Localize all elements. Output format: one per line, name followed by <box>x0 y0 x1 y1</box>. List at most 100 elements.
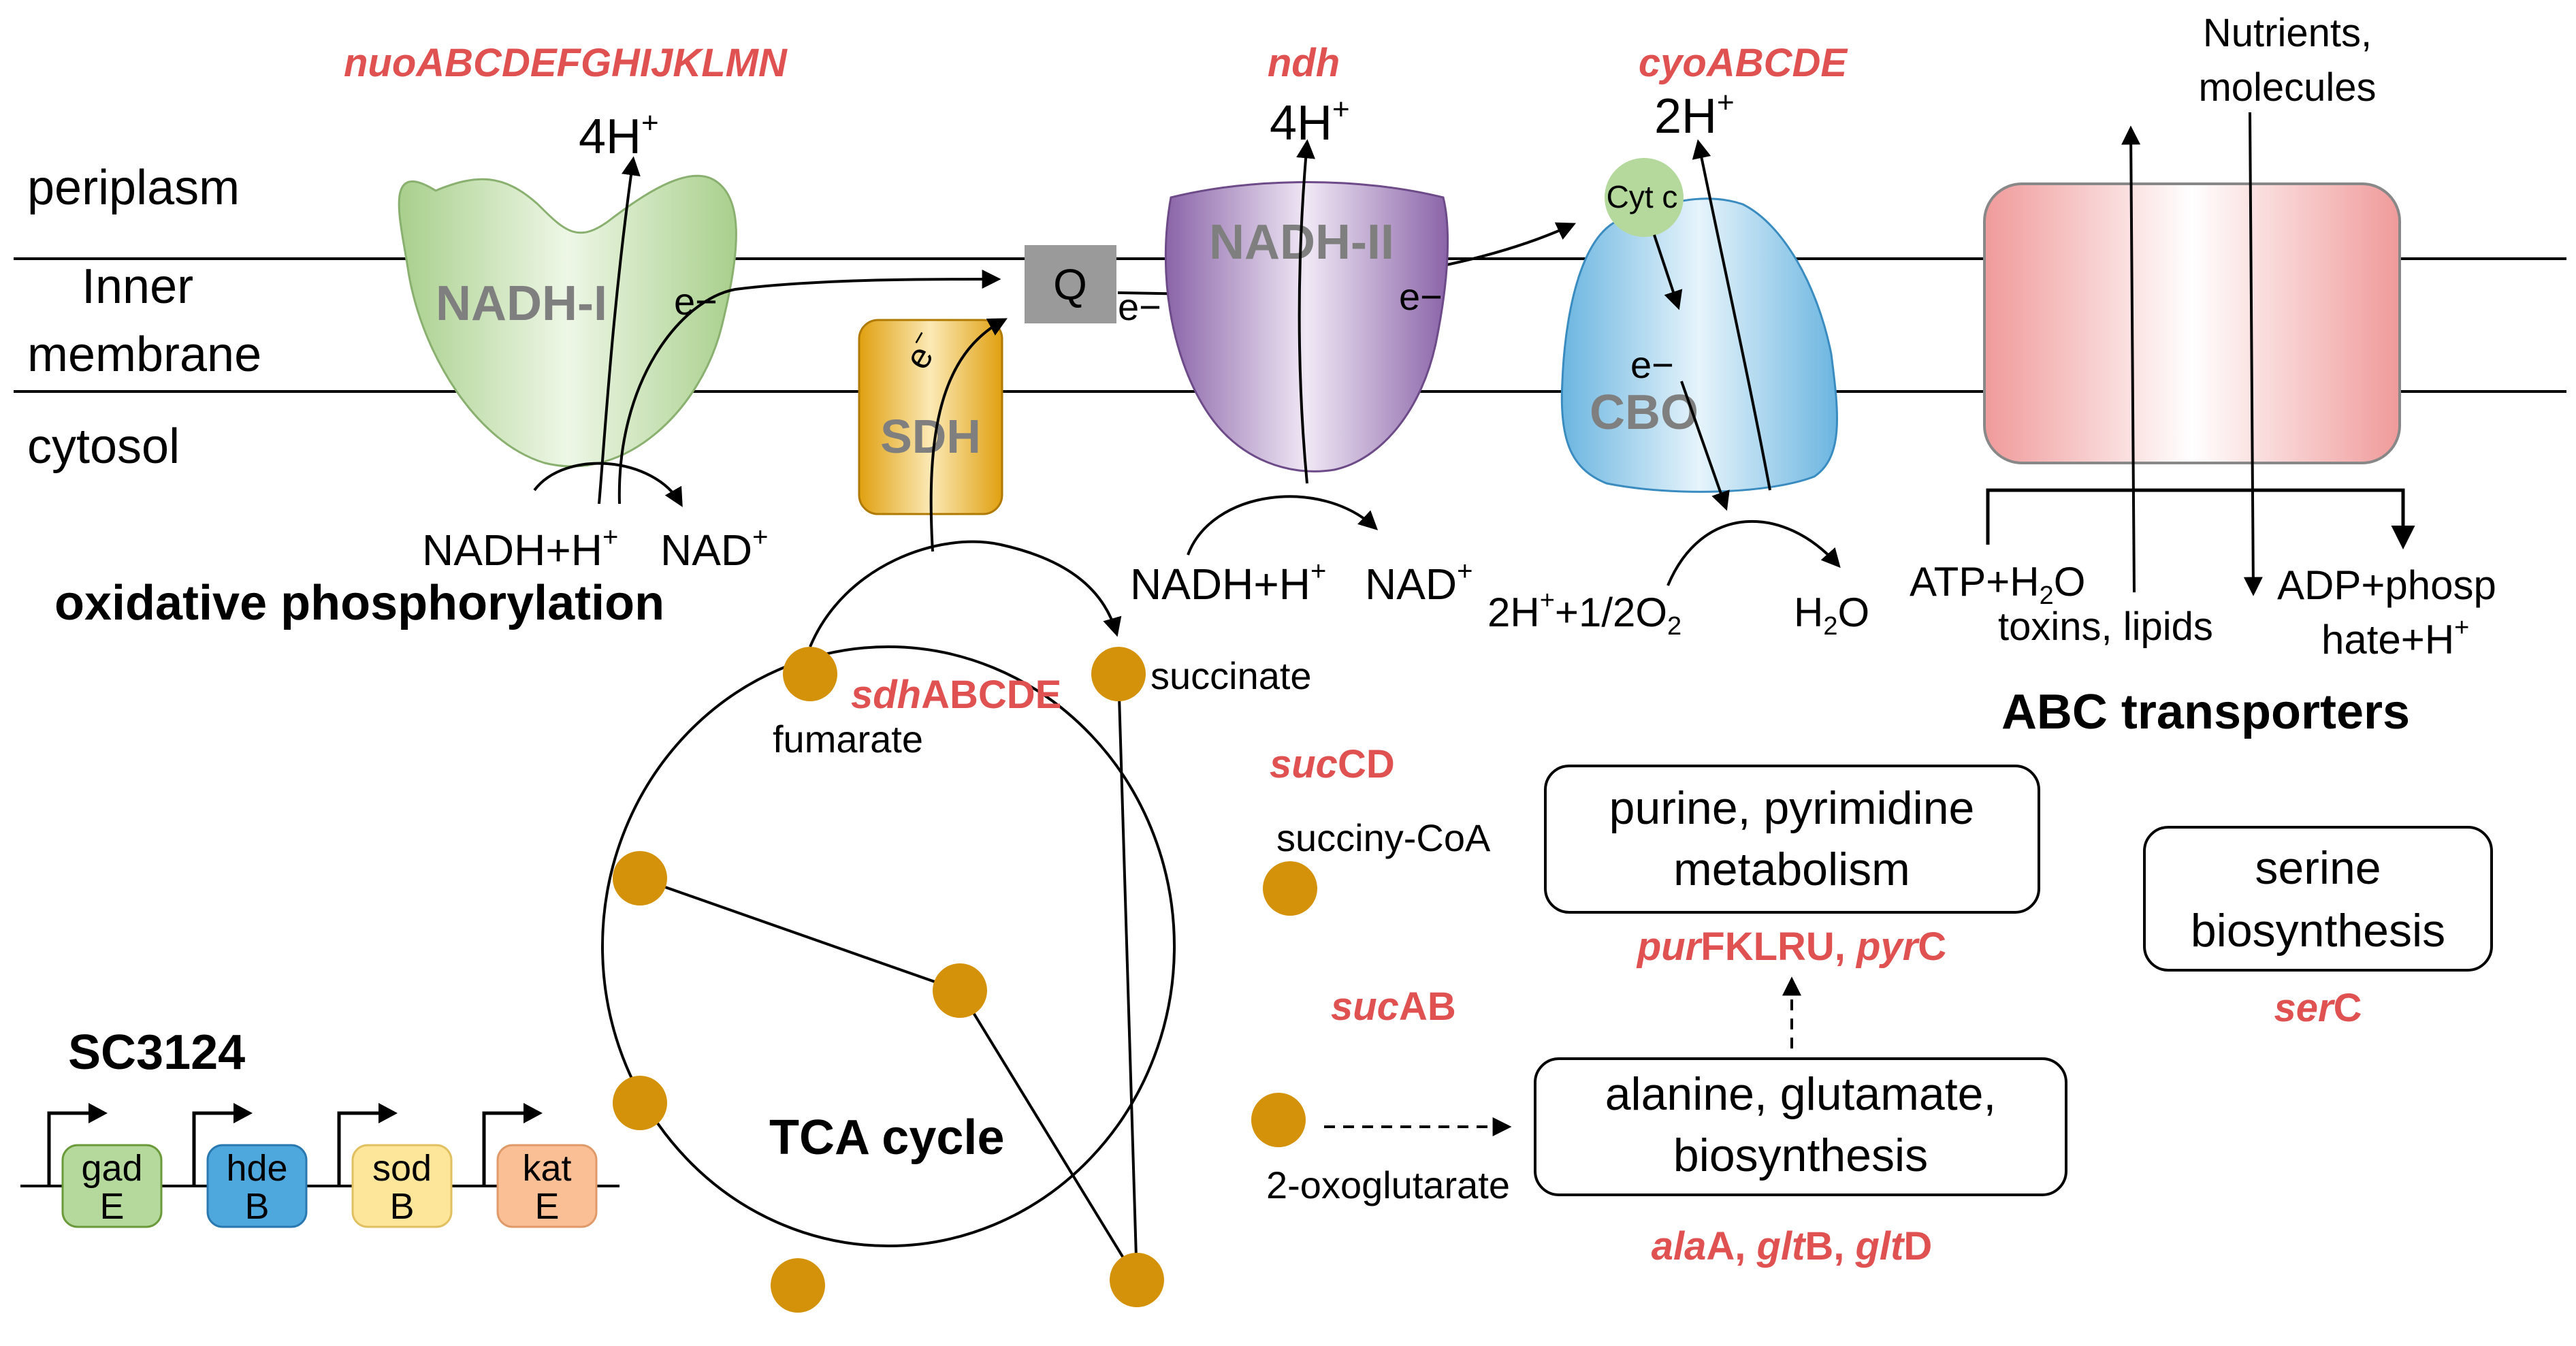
alanine-box-group: alanine, glutamate, biosynthesis alaA, g… <box>1534 1057 2067 1268</box>
promoter-arrow <box>192 1111 235 1185</box>
nadh1-protons: 4H+ <box>579 106 659 164</box>
cbo-protons: 2H+ <box>1654 86 1735 144</box>
tca-node-succinate <box>1091 647 1146 701</box>
tca-cycle: fumarate succinate succiny-CoA 2-oxoglut… <box>601 540 1512 1313</box>
abc-outflow-arrow <box>2121 125 2141 593</box>
serine-box <box>2143 826 2493 972</box>
tca-sucab-gene: sucAB <box>1331 984 1456 1029</box>
operon-gene-box <box>61 1144 163 1228</box>
abc-title: ABC transporters <box>2001 685 2410 739</box>
nadh1-electron-arrow <box>617 270 1001 504</box>
tca-node-succinyl-coa <box>1263 861 1317 916</box>
cbo-substrate: 2H++1/2O2 <box>1487 586 1681 641</box>
nadh2-gene: ndh <box>1268 41 1340 85</box>
nadh2-protons: 4H+ <box>1270 93 1350 150</box>
cbo-proton-arrow <box>1692 139 1771 491</box>
abc-box <box>1983 182 2401 464</box>
tca-node-oxoglutarate <box>1251 1093 1306 1147</box>
serine-box-group: serine biosynthesis serC <box>2143 826 2493 1030</box>
operon-title: SC3124 <box>68 1025 245 1080</box>
tca-node-center <box>933 963 987 1018</box>
purine-label-line1: purine, pyrimidine <box>1609 782 1975 834</box>
nadh2-complex: NADH-II ndh 4H+ e− NADH+H+ NAD+ <box>1130 41 1472 609</box>
nadh1-substrate: NADH+H+ <box>422 522 618 575</box>
promoter-arrowhead <box>524 1103 543 1123</box>
abc-transporter: Nutrients, molecules ATP+H2O toxins, lip… <box>1910 11 2496 739</box>
operon-gene-box <box>206 1144 308 1228</box>
operon-gene-name: sod <box>372 1148 432 1189</box>
nadh2-electron: e− <box>1399 275 1443 318</box>
tca-title: TCA cycle <box>769 1110 1004 1165</box>
tca-cycle-ring <box>601 645 1176 1247</box>
alanine-label-line1: alanine, glutamate, <box>1605 1068 1997 1120</box>
operon-gene-letter: B <box>389 1186 414 1227</box>
nadh1-product: NAD+ <box>660 522 768 575</box>
nadh2-reaction-arrow <box>1187 495 1379 556</box>
operon-gene-box <box>351 1144 453 1228</box>
promoter-arrow <box>47 1111 90 1185</box>
operon-gene-name: hde <box>226 1148 287 1189</box>
alanine-genes: alaA, gltB, gltD <box>1652 1224 1933 1268</box>
serine-label-line1: serine <box>2255 842 2381 894</box>
abc-inflow-line1: Nutrients, <box>2203 11 2372 55</box>
tca-succinyl-coa-label: succiny-CoA <box>1276 816 1491 859</box>
tca-fumarate-label: fumarate <box>773 718 923 760</box>
nadh1-proton-arrow <box>598 156 641 504</box>
tca-succd-gene: sucCD <box>1270 742 1395 786</box>
cbo-complex: Cyt c CBO cyoABCDE 2H+ e− 2H++1/2O2 H2O <box>1487 41 1869 641</box>
nadh1-gene: nuoABCDEFGHIJKLMN <box>344 41 788 85</box>
nadh2-substrate: NADH+H+ <box>1130 556 1326 609</box>
cbo-product: H2O <box>1794 590 1869 641</box>
cbo-reaction-arrow <box>1667 519 1841 586</box>
cbo-gene: cyoABCDE <box>1639 41 1848 85</box>
operon-gene-box <box>496 1144 598 1228</box>
tca-succinate-label: succinate <box>1150 654 1312 697</box>
abc-outflow-label: toxins, lipids <box>1998 605 2213 649</box>
membrane-label-line2: membrane <box>27 327 261 382</box>
sdh-complex: SDH e− <box>858 318 1008 552</box>
purine-genes: purFKLRU, pyrC <box>1636 925 1946 969</box>
alanine-label-line2: biosynthesis <box>1673 1129 1928 1181</box>
oxphos-title: oxidative phosphorylation <box>54 576 664 630</box>
promoter-arrowhead <box>234 1103 253 1123</box>
tca-node-left-lower <box>613 1076 667 1130</box>
tca-node-left-upper <box>613 851 667 906</box>
operon-gene-letter: E <box>99 1186 124 1227</box>
cbo-shape <box>1560 197 1838 493</box>
operon-gene-name: gad <box>81 1148 142 1189</box>
cbo-label: CBO <box>1590 385 1698 440</box>
promoter-arrow <box>482 1111 525 1185</box>
abc-inflow-arrow <box>2243 112 2263 596</box>
cytc-electron-arrow <box>1653 234 1683 310</box>
tca-node-fumarate <box>783 647 837 701</box>
purine-label-line2: metabolism <box>1673 844 1910 895</box>
abc-product-line2: hate+H+ <box>2321 613 2469 662</box>
purine-box-group: purine, pyrimidine metabolism purFKLRU, … <box>1544 765 2040 969</box>
tca-chord-left <box>639 877 961 992</box>
serine-label-line2: biosynthesis <box>2191 905 2445 957</box>
tca-sdh-gene: sdhABCDE <box>851 673 1061 717</box>
alanine-box <box>1534 1057 2067 1196</box>
tca-node-bottom-left <box>771 1258 825 1313</box>
membrane-label-line1: Inner <box>82 259 193 314</box>
quinone-node: Q e− <box>1025 222 1577 328</box>
abc-substrate: ATP+H2O <box>1910 559 2085 610</box>
nadh1-electron: e− <box>674 280 718 323</box>
serine-genes: serC <box>2274 986 2362 1030</box>
cbo-electron-down-arrow <box>1680 381 1730 511</box>
sdh-label: SDH <box>880 410 981 463</box>
promoter-arrowhead <box>88 1103 108 1123</box>
tca-oxoglutarate-label: 2-oxoglutarate <box>1266 1164 1510 1206</box>
cytc-disc <box>1605 158 1684 237</box>
operon-gene-letter: E <box>534 1186 559 1227</box>
promoter-arrow <box>337 1111 380 1185</box>
sdh-electron-arrow <box>929 318 1008 552</box>
abc-product-line1: ADP+phosp <box>2277 562 2496 608</box>
cbo-electron: e− <box>1630 343 1674 386</box>
cytosol-label: cytosol <box>27 419 180 474</box>
nadh2-shape <box>1164 181 1449 472</box>
nadh1-label: NADH-I <box>436 276 607 331</box>
